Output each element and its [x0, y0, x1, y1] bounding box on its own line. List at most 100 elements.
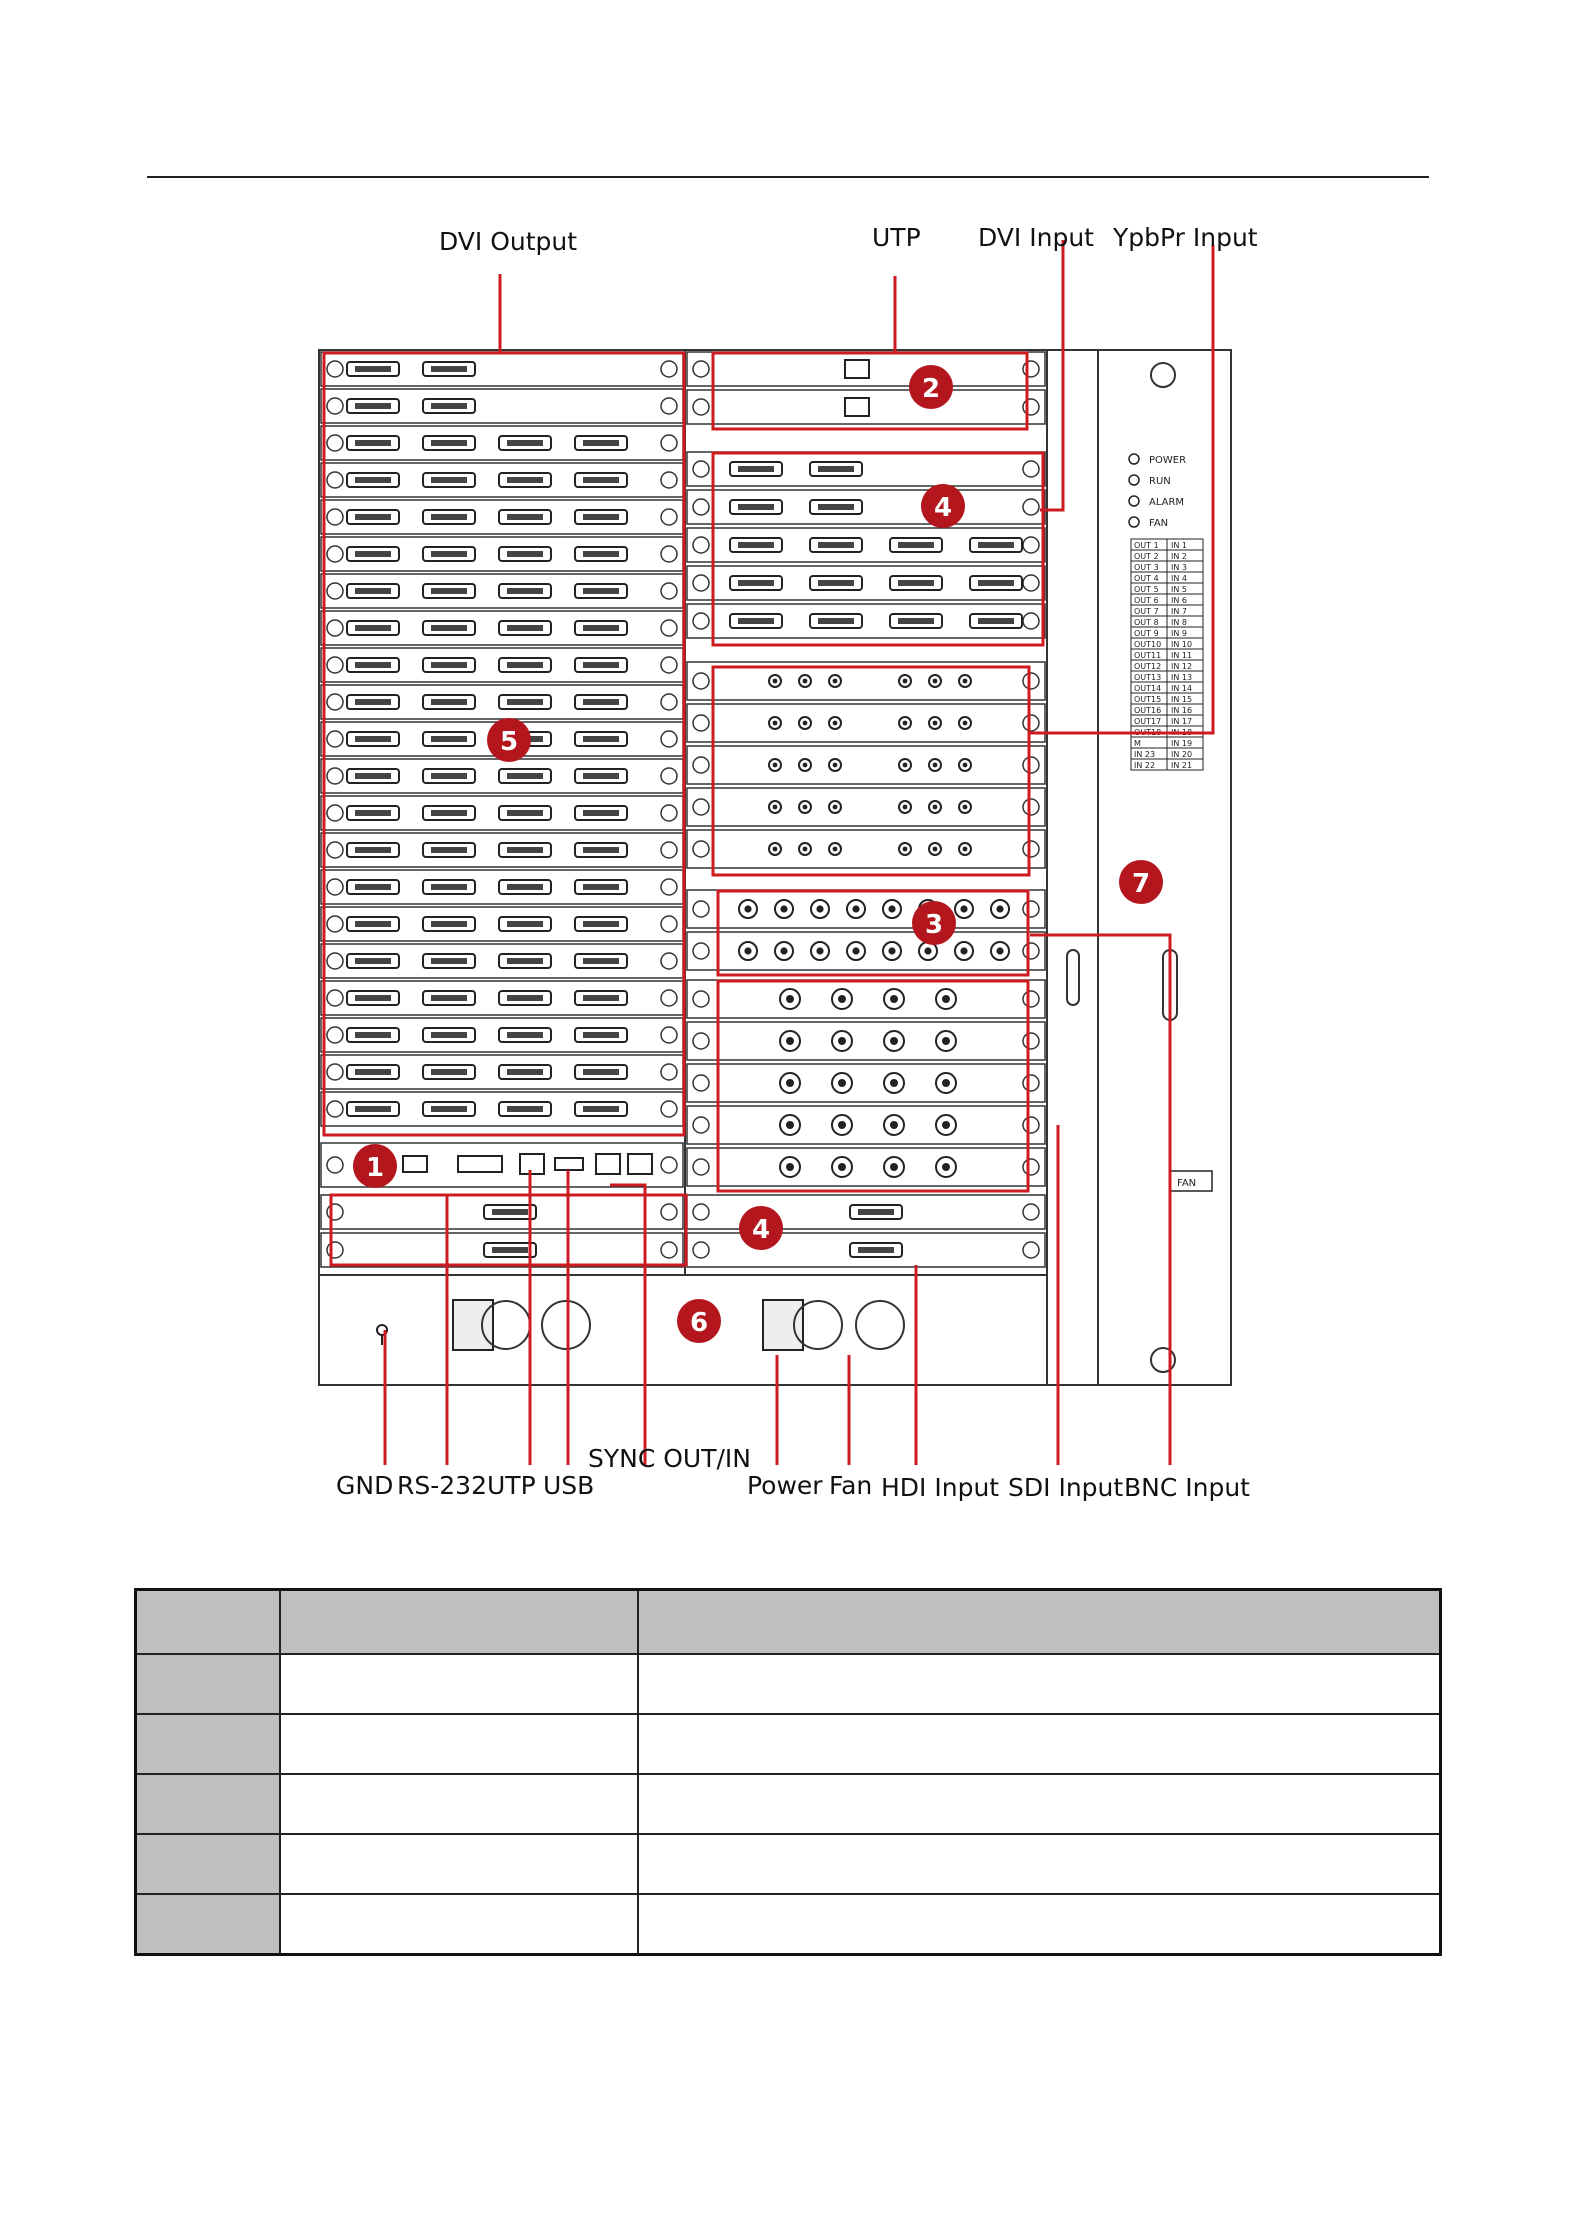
callout-dvi-input: DVI Input	[978, 223, 1094, 252]
strip-label-in: IN 19	[1171, 739, 1192, 748]
strip-label-in: IN 14	[1171, 684, 1192, 693]
strip-label-in: IN 9	[1171, 629, 1187, 638]
strip-label-in: IN 21	[1171, 761, 1192, 770]
callout-rs232: RS-232	[397, 1471, 487, 1500]
cell-name	[280, 1774, 638, 1834]
callout-sdi-input: SDI Input	[1008, 1473, 1123, 1502]
rear-panel-diagram: POWER RUN ALARM FAN OUT 1 IN 1 OUT 2 IN 2 OUT 3…	[0, 0, 1576, 1540]
callout-fan: Fan	[829, 1471, 872, 1500]
strip-label-in: IN 5	[1171, 585, 1187, 594]
card-slot	[687, 980, 1045, 1018]
callout-bnc-input: BNC Input	[1124, 1473, 1250, 1502]
badge-6: 6	[690, 1308, 708, 1338]
card-slot	[687, 746, 1045, 784]
cell-number	[136, 1834, 281, 1894]
card-slot	[687, 830, 1045, 868]
cell-description	[638, 1774, 1441, 1834]
cell-number	[136, 1894, 281, 1955]
strip-label-out: OUT 7	[1134, 607, 1159, 616]
callout-utp-top: UTP	[872, 223, 921, 252]
strip-label-in: IN 1	[1171, 541, 1187, 550]
fan-label: FAN	[1177, 1178, 1196, 1189]
header-cell-description	[638, 1590, 1441, 1655]
cell-description	[638, 1834, 1441, 1894]
cell-description	[638, 1654, 1441, 1714]
usb-port-icon	[555, 1158, 583, 1170]
badge-7: 7	[1132, 869, 1150, 899]
strip-label-out: OUT 2	[1134, 552, 1159, 561]
strip-label-in: IN 2	[1171, 552, 1187, 561]
strip-label-in: IN 12	[1171, 662, 1192, 671]
header-cell-number	[136, 1590, 281, 1655]
table-row	[136, 1654, 1441, 1714]
strip-label-in: IN 10	[1171, 640, 1192, 649]
card-slot	[687, 1022, 1045, 1060]
strip-label-in: IN 11	[1171, 651, 1192, 660]
card-slot	[687, 1064, 1045, 1102]
callout-utp-bottom: UTP	[487, 1471, 536, 1500]
cell-number	[136, 1654, 281, 1714]
badge-4-upper: 4	[934, 493, 952, 523]
strip-label-in: IN 6	[1171, 596, 1187, 605]
badge-5: 5	[500, 727, 518, 757]
indicator-label: ALARM	[1149, 497, 1184, 508]
strip-label-out: OUT17	[1134, 717, 1161, 726]
strip-label-out: M	[1134, 739, 1141, 748]
strip-label-in: IN 13	[1171, 673, 1192, 682]
callout-gnd: GND	[336, 1471, 393, 1500]
callout-ypbpr-input: YpbPr Input	[1112, 223, 1258, 252]
strip-label-out: OUT 4	[1134, 574, 1159, 583]
callout-usb: USB	[543, 1471, 594, 1500]
cell-number	[136, 1714, 281, 1774]
power-socket-icon	[763, 1300, 803, 1350]
cell-description	[638, 1894, 1441, 1955]
table-header-row	[136, 1590, 1441, 1655]
strip-label-out: IN 23	[1134, 750, 1155, 759]
cell-name	[280, 1654, 638, 1714]
strip-label-in: IN 8	[1171, 618, 1187, 627]
sync-port-icon	[628, 1154, 652, 1174]
table-row	[136, 1894, 1441, 1955]
utp-port-icon	[845, 360, 869, 378]
sync-port-icon	[596, 1154, 620, 1174]
strip-label-out: OUT15	[1134, 695, 1161, 704]
strip-label-out: OUT 1	[1134, 541, 1159, 550]
legend-table	[134, 1588, 1442, 1956]
strip-label-out: OUT13	[1134, 673, 1161, 682]
indicator-label: POWER	[1149, 455, 1186, 466]
utp-port-icon	[520, 1154, 544, 1174]
strip-label-in: IN 3	[1171, 563, 1187, 572]
utp-port-icon	[845, 398, 869, 416]
callout-hdi-input: HDI Input	[881, 1473, 999, 1502]
strip-label-in: IN 20	[1171, 750, 1192, 759]
cell-name	[280, 1834, 638, 1894]
callout-power: Power	[747, 1471, 823, 1500]
cell-number	[136, 1774, 281, 1834]
cell-description	[638, 1714, 1441, 1774]
card-slot	[687, 704, 1045, 742]
badge-4-lower: 4	[752, 1215, 770, 1245]
badge-1: 1	[366, 1153, 384, 1183]
strip-label-in: IN 4	[1171, 574, 1187, 583]
header-cell-name	[280, 1590, 638, 1655]
cell-name	[280, 1894, 638, 1955]
strip-label-out: OUT12	[1134, 662, 1161, 671]
table-row	[136, 1774, 1441, 1834]
badge-2: 2	[922, 374, 940, 404]
strip-label-out: OUT 6	[1134, 596, 1159, 605]
indicator-label: FAN	[1149, 518, 1168, 529]
input-cards	[687, 352, 1045, 1267]
strip-label-out: OUT16	[1134, 706, 1161, 715]
strip-label-in: IN 15	[1171, 695, 1192, 704]
indicator-label: RUN	[1149, 476, 1171, 487]
strip-label-out: IN 22	[1134, 761, 1155, 770]
cell-name	[280, 1714, 638, 1774]
callout-dvi-output: DVI Output	[439, 227, 577, 256]
strip-label-in: IN 16	[1171, 706, 1192, 715]
strip-label-out: OUT 3	[1134, 563, 1159, 572]
card-slot	[687, 788, 1045, 826]
strip-label-out: OUT10	[1134, 640, 1161, 649]
card-slot	[687, 1148, 1045, 1186]
card-slot	[687, 1106, 1045, 1144]
strip-label-out: OUT 8	[1134, 618, 1159, 627]
